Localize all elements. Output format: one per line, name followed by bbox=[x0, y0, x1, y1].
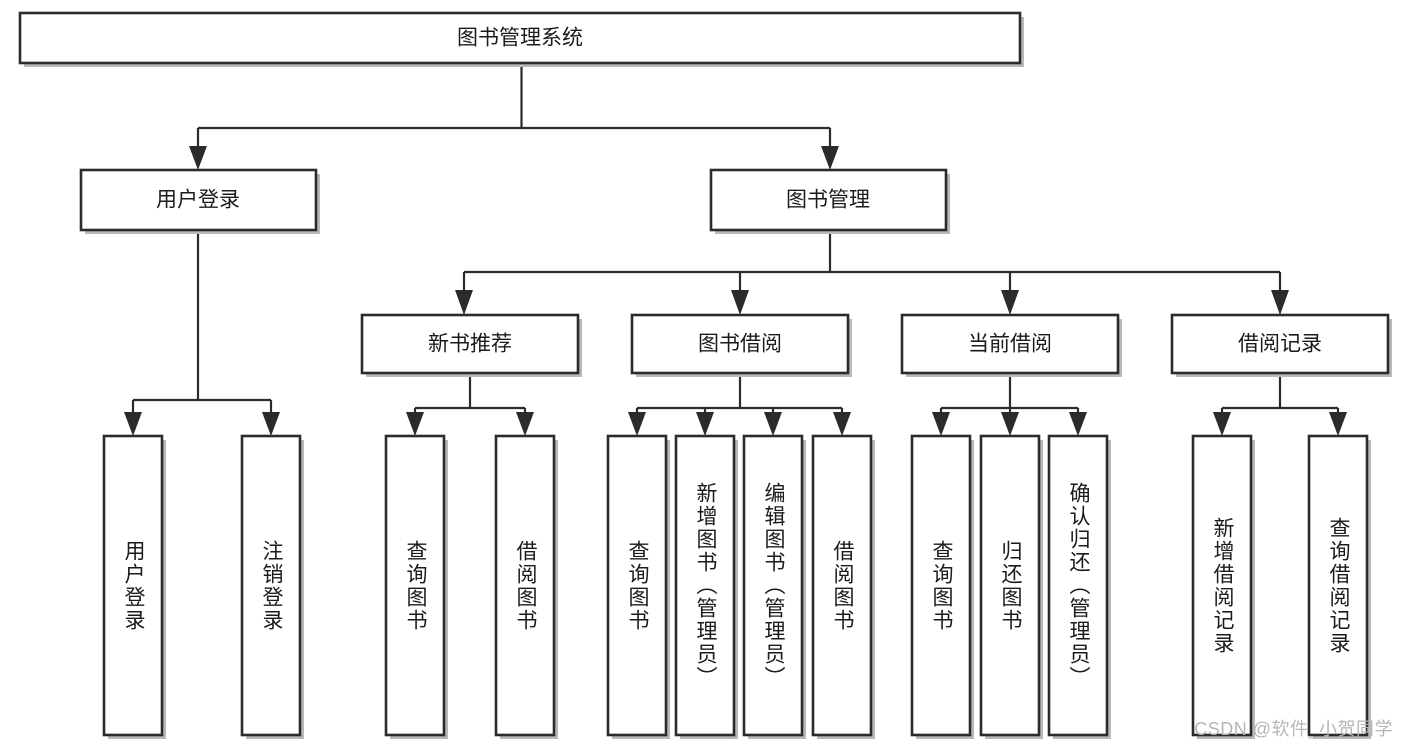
node-user-login-label: 用户登录 bbox=[156, 189, 240, 212]
node-borrow-records-label: 借阅记录 bbox=[1238, 333, 1322, 356]
connector-currentborrow-to-leaves bbox=[932, 375, 1087, 436]
leaf-box-current-borrow-3[interactable] bbox=[1047, 434, 1111, 739]
node-user-login[interactable]: 用户登录 bbox=[79, 168, 320, 234]
leaf-box-borrow-records-2[interactable] bbox=[1307, 434, 1371, 739]
node-book-management[interactable]: 图书管理 bbox=[709, 168, 950, 234]
connector-bookmgmt-to-level2 bbox=[455, 232, 1289, 315]
leaf-box-new-book-2[interactable] bbox=[494, 434, 558, 739]
leaf-box-book-borrow-2[interactable] bbox=[674, 434, 738, 739]
connector-borrowrecords-to-leaves bbox=[1213, 375, 1347, 436]
leaf-box-borrow-records-1[interactable] bbox=[1191, 434, 1255, 739]
node-root-book-management-system[interactable]: 图书管理系统 bbox=[18, 11, 1024, 67]
node-book-borrow[interactable]: 图书借阅 bbox=[630, 313, 852, 377]
leaf-box-book-borrow-1[interactable] bbox=[606, 434, 670, 739]
csdn-watermark: CSDN @软件_小贺同学 bbox=[1194, 719, 1393, 739]
connector-newbook-to-leaves bbox=[406, 375, 534, 436]
node-borrow-records[interactable]: 借阅记录 bbox=[1170, 313, 1392, 377]
leaf-box-current-borrow-2[interactable] bbox=[979, 434, 1043, 739]
leaf-box-new-book-1[interactable] bbox=[384, 434, 448, 739]
leaf-box-book-borrow-4[interactable] bbox=[811, 434, 875, 739]
node-new-book-recommend[interactable]: 新书推荐 bbox=[360, 313, 582, 377]
connector-userlogin-to-leaves bbox=[124, 232, 280, 436]
node-new-book-recommend-label: 新书推荐 bbox=[428, 333, 512, 356]
node-current-borrow[interactable]: 当前借阅 bbox=[900, 313, 1122, 377]
node-current-borrow-label: 当前借阅 bbox=[968, 333, 1052, 356]
leaf-box-user-login-2[interactable] bbox=[240, 434, 304, 739]
node-root-label: 图书管理系统 bbox=[457, 27, 583, 50]
connector-bookborrow-to-leaves bbox=[628, 375, 851, 436]
node-book-borrow-label: 图书借阅 bbox=[698, 333, 782, 356]
connector-root-to-level1 bbox=[189, 66, 839, 170]
leaf-box-book-borrow-3[interactable] bbox=[742, 434, 806, 739]
leaf-box-user-login-1[interactable] bbox=[102, 434, 166, 739]
node-book-management-label: 图书管理 bbox=[786, 189, 870, 212]
leaf-box-current-borrow-1[interactable] bbox=[910, 434, 974, 739]
